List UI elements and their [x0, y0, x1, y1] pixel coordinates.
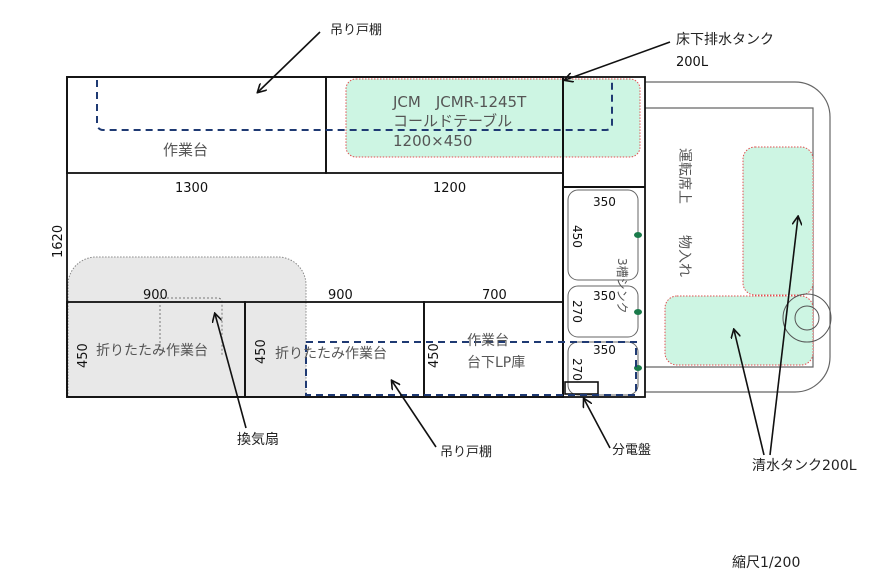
folding-table-1-label: 折りたたみ作業台: [96, 343, 208, 359]
arrow-fresh-tank-2: [734, 330, 765, 456]
cab-outline-outer: [645, 81, 831, 393]
folding-table-2-label: 折りたたみ作業台: [275, 346, 387, 362]
vent-fan-label: 換気扇: [237, 432, 279, 448]
driver-storage-label-2: 物入れ: [676, 235, 692, 277]
dim-sink-3-width: 350: [593, 343, 616, 357]
dim-bottom-2-depth: 450: [254, 339, 269, 364]
cold-table-name: コールドテーブル: [393, 112, 512, 130]
lp-table: [423, 301, 564, 398]
arrow-hanging-bottom: [392, 381, 437, 448]
dim-top-left: 1300: [175, 181, 208, 196]
dim-bottom-3-depth: 450: [427, 343, 442, 368]
faucet-icon: [634, 232, 642, 238]
dim-bottom-1: 900: [143, 288, 168, 303]
dim-sink-2-depth: 270: [570, 300, 584, 323]
steering-wheel-outer: [782, 293, 832, 343]
arrow-floor-tank: [565, 41, 671, 80]
dim-bottom-1-depth: 450: [76, 343, 91, 368]
arrow-breaker: [584, 399, 611, 449]
worktable-label: 作業台: [163, 141, 208, 159]
breaker-label: 分電盤: [612, 443, 651, 458]
faucet-icon: [634, 309, 642, 315]
hanging-cabinet-top-label: 吊り戸棚: [330, 23, 382, 38]
dim-bottom-2: 900: [328, 288, 353, 303]
sink-label: 3槽シンク: [615, 258, 629, 314]
dim-sink-2-width: 350: [593, 289, 616, 303]
floor-tank-label: 床下排水タンク: [676, 32, 774, 48]
lp-table-label-1: 作業台: [467, 333, 509, 349]
steering-wheel-inner: [794, 305, 820, 331]
hanging-cabinet-top: [96, 80, 613, 131]
breaker-box: [564, 381, 599, 395]
floor-tank-capacity: 200L: [676, 55, 709, 70]
scale-label: 縮尺1/200: [732, 555, 800, 571]
cold-table-size: 1200×450: [393, 132, 472, 150]
dim-sink-1-depth: 450: [570, 225, 584, 248]
fresh-tank-horizontal: [664, 295, 814, 366]
dim-sink-3-depth: 270: [570, 358, 584, 381]
lp-table-label-2: 台下LP庫: [467, 354, 525, 371]
folding-area: [67, 256, 307, 398]
fresh-tank-vertical: [742, 146, 814, 296]
arrow-vent-fan: [215, 314, 247, 429]
fresh-tank-label: 清水タンク200L: [752, 458, 857, 474]
dim-sink-1-width: 350: [593, 195, 616, 209]
driver-storage-label-1: 運転席上: [676, 148, 692, 204]
leader-arrows: [215, 31, 798, 456]
arrow-fresh-tank-1: [769, 217, 798, 456]
dim-overall-depth: 1620: [51, 225, 66, 258]
dim-top-right: 1200: [433, 181, 466, 196]
cold-table: [345, 78, 641, 158]
hanging-cabinet-bottom-label: 吊り戸棚: [440, 445, 492, 460]
dim-bottom-3: 700: [482, 288, 507, 303]
arrow-hanging-top: [258, 31, 321, 92]
cold-table-model: JCM JCMR-1245T: [392, 93, 527, 111]
